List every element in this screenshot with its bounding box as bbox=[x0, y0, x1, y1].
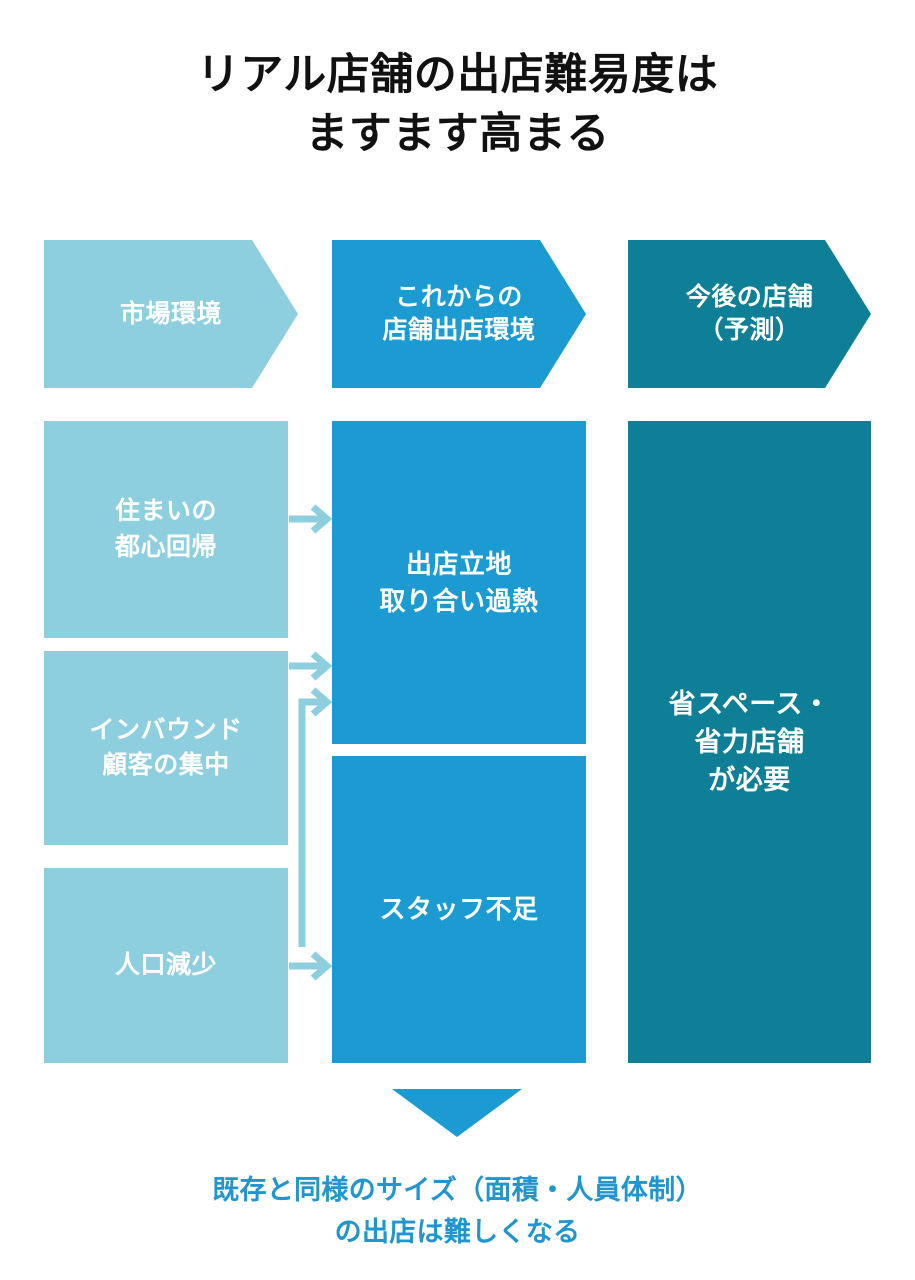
page-title: リアル店舗の出店難易度は ますます高まる bbox=[0, 46, 915, 165]
store-environment-line-2: 取り合い過熱 bbox=[379, 585, 539, 616]
header-banner-line-1: これからの bbox=[395, 283, 523, 311]
header-banner-line-2: （予測） bbox=[698, 316, 801, 344]
header-banner-future-store-environment: これからの 店舗出店環境 bbox=[332, 240, 586, 388]
market-factor-box: 人口減少 bbox=[44, 868, 288, 1063]
market-factor-label: 人口減少 bbox=[115, 948, 217, 984]
future-store-line-1: 省スペース・ bbox=[668, 688, 831, 719]
market-factor-line-1: インバウンド bbox=[89, 715, 243, 744]
header-banner-line-1: 今後の店舗 bbox=[685, 283, 814, 311]
header-banner-label: これからの 店舗出店環境 bbox=[382, 281, 535, 347]
store-environment-line-1: スタッフ不足 bbox=[379, 894, 539, 925]
header-banner-future-store-forecast: 今後の店舗 （予測） bbox=[628, 240, 871, 388]
conclusion-text: 既存と同様のサイズ（面積・人員体制） の出店は難しくなる bbox=[0, 1170, 915, 1254]
arrow-population-to-staff-head-icon bbox=[310, 951, 333, 981]
arrow-housing-to-location-head-icon bbox=[310, 504, 333, 534]
store-environment-box: スタッフ不足 bbox=[332, 756, 586, 1063]
title-line-1: リアル店舗の出店難易度は bbox=[196, 51, 719, 99]
future-store-line-2: 省力店舗 bbox=[694, 726, 805, 757]
store-environment-label: 出店立地 取り合い過熱 bbox=[379, 546, 538, 620]
header-banner-market-environment: 市場環境 bbox=[44, 240, 298, 388]
arrow-inbound-to-location-head-icon bbox=[310, 651, 333, 681]
down-arrow-icon bbox=[392, 1089, 522, 1137]
store-environment-box: 出店立地 取り合い過熱 bbox=[332, 421, 586, 744]
future-store-label: 省スペース・ 省力店舗 が必要 bbox=[669, 685, 831, 800]
market-factor-box: インバウンド 顧客の集中 bbox=[44, 651, 288, 845]
market-factor-line-1: 人口減少 bbox=[114, 950, 217, 979]
market-factor-line-1: 住まいの bbox=[114, 497, 217, 525]
header-banner-label: 今後の店舗 （予測） bbox=[686, 281, 814, 347]
conclusion-line-1: 既存と同様のサイズ（面積・人員体制） bbox=[212, 1175, 703, 1205]
arrow-population-elbow-head-icon bbox=[310, 687, 333, 717]
title-line-2: ますます高まる bbox=[305, 110, 610, 159]
market-factor-box: 住まいの 都心回帰 bbox=[44, 421, 288, 638]
header-banner-label: 市場環境 bbox=[119, 299, 222, 328]
store-environment-line-1: 出店立地 bbox=[405, 548, 512, 579]
market-factor-label: インバウンド 顧客の集中 bbox=[89, 713, 242, 784]
future-store-box: 省スペース・ 省力店舗 が必要 bbox=[628, 421, 871, 1063]
market-factor-label: 住まいの 都心回帰 bbox=[115, 494, 217, 565]
header-banner-line-2: 店舗出店環境 bbox=[382, 316, 536, 344]
market-factor-line-2: 都心回帰 bbox=[114, 532, 217, 561]
store-environment-label: スタッフ不足 bbox=[379, 891, 538, 928]
arrow-population-elbow-to-location-icon bbox=[298, 698, 324, 947]
market-factor-line-2: 顧客の集中 bbox=[102, 751, 230, 779]
conclusion-line-2: の出店は難しくなる bbox=[334, 1216, 581, 1247]
future-store-line-3: が必要 bbox=[708, 765, 791, 796]
